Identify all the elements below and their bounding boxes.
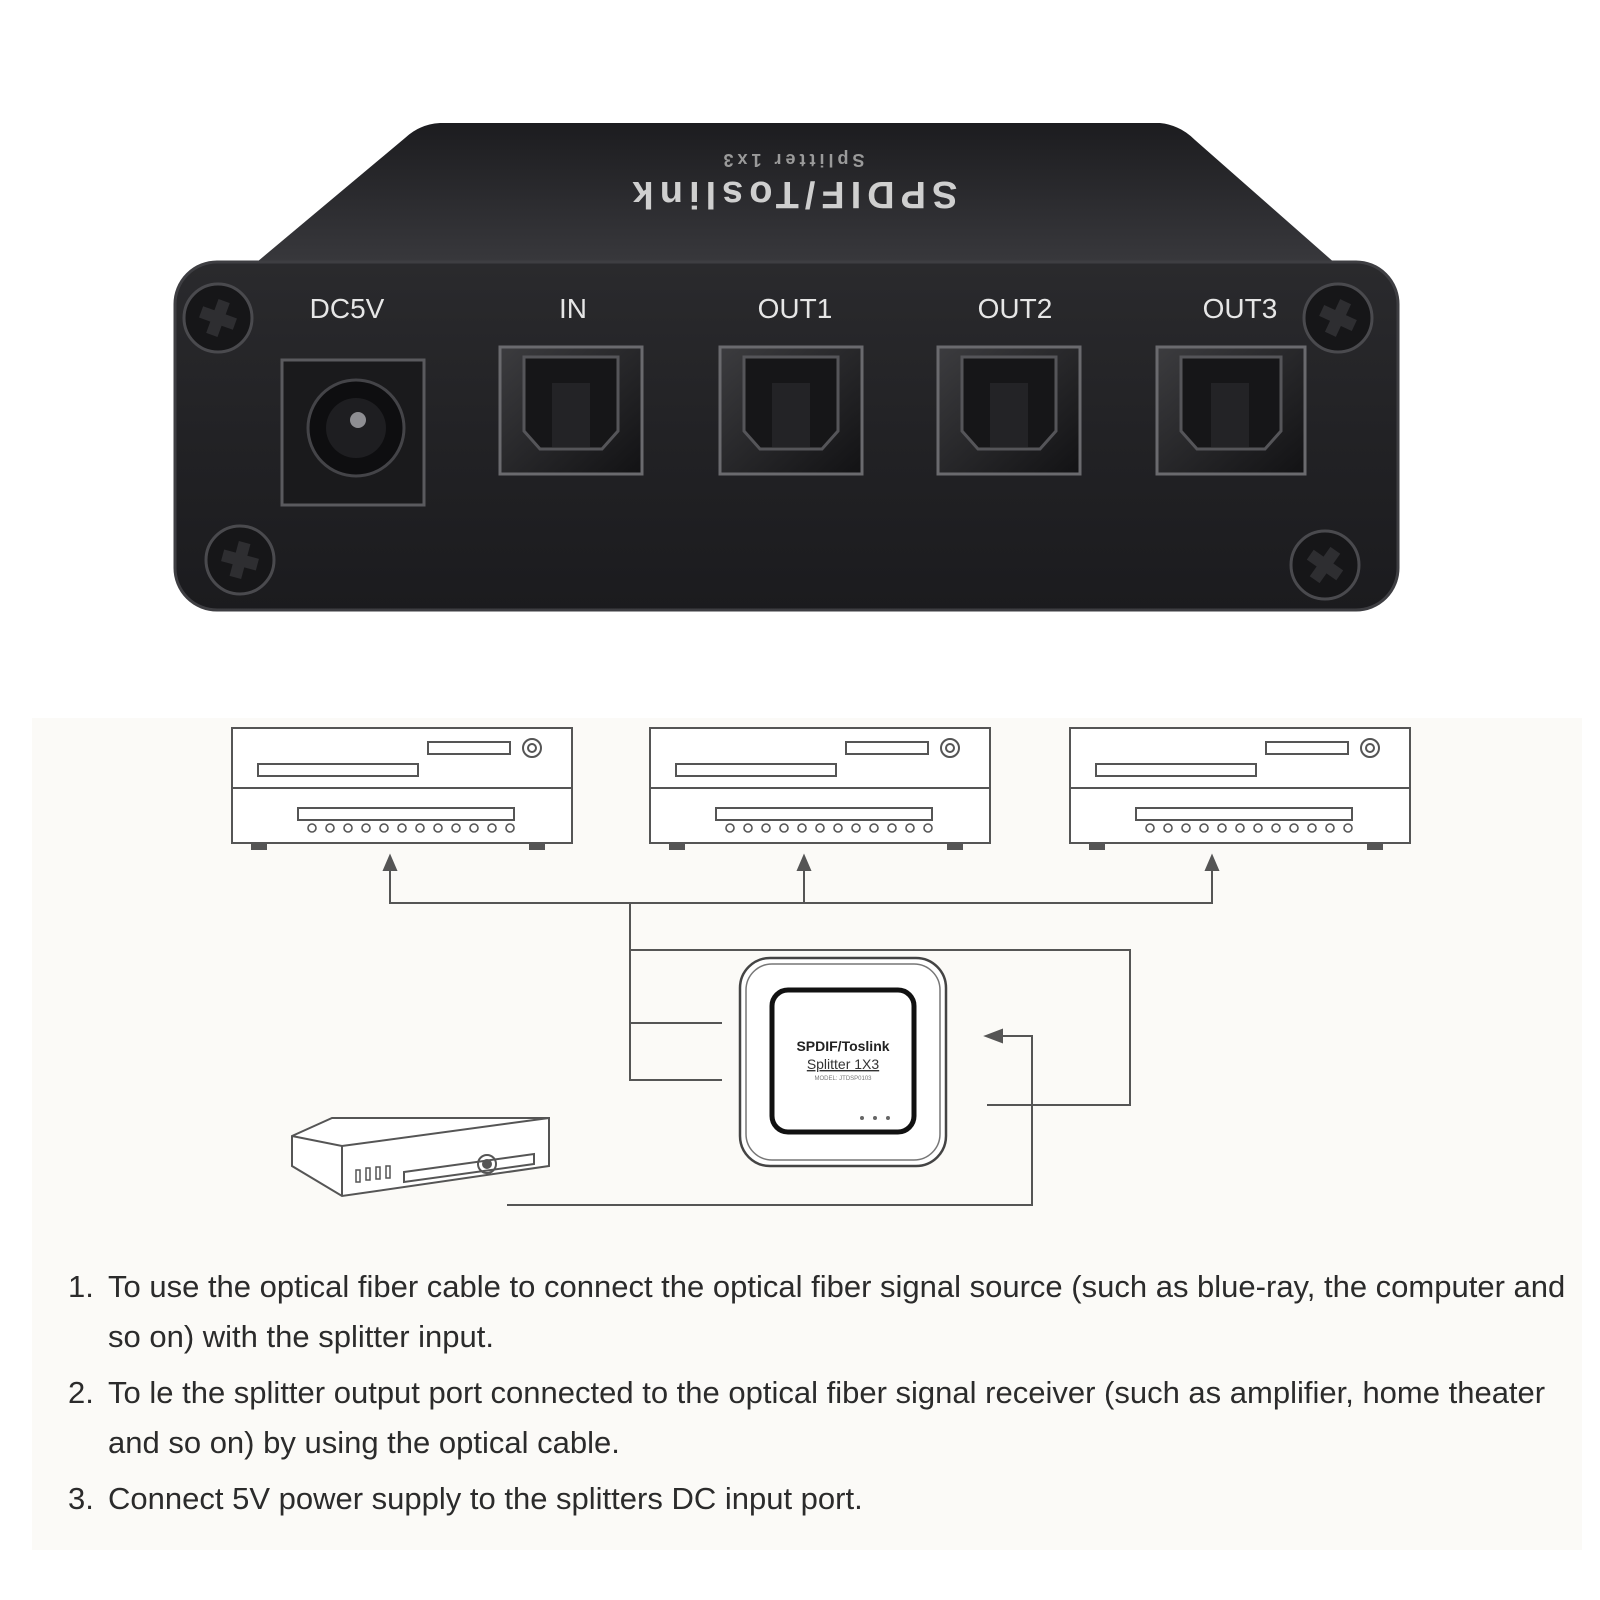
output-cable-lines (382, 853, 1220, 1106)
optical-port-out2 (936, 345, 1082, 476)
device-top-sublabel: Splitter 1x3 (719, 150, 864, 170)
splitter-box-icon: SPDIF/Toslink Splitter 1X3 MODEL: JTDSP0… (738, 956, 948, 1168)
device-top-label: SPDIF/Toslink (627, 173, 958, 215)
instruction-list: 1. To use the optical fiber cable to con… (68, 1262, 1568, 1530)
screw-icon (1302, 282, 1374, 354)
instruction-number: 1. (68, 1269, 94, 1304)
receiver-device-icon (1069, 727, 1411, 850)
optical-port-out1 (718, 345, 864, 476)
screw-icon (182, 282, 254, 354)
instruction-item: 3. Connect 5V power supply to the splitt… (68, 1474, 1568, 1524)
device-top-surface (245, 123, 1345, 272)
instruction-number: 3. (68, 1481, 94, 1516)
instruction-text: Connect 5V power supply to the splitters… (108, 1481, 863, 1516)
optical-port-in (498, 345, 644, 476)
wiring-diagram: SPDIF/Toslink Splitter 1X3 MODEL: JTDSP0… (231, 727, 1411, 1206)
optical-port-out3 (1155, 345, 1307, 476)
screw-icon (1289, 529, 1361, 601)
instruction-text: To le the splitter output port connected… (108, 1375, 1546, 1460)
receiver-device-icon (649, 727, 991, 850)
source-device-icon (291, 1117, 550, 1198)
splitter-box-title: SPDIF/Toslink (796, 1038, 889, 1054)
port-label-out3: OUT3 (1203, 293, 1278, 324)
port-label-dc5v: DC5V (310, 293, 385, 324)
instruction-number: 2. (68, 1375, 94, 1410)
screw-icon (204, 524, 276, 596)
splitter-box-subtitle: Splitter 1X3 (807, 1056, 880, 1072)
receiver-device-icon (231, 727, 573, 850)
dc-power-jack (280, 358, 426, 507)
instruction-item: 1. To use the optical fiber cable to con… (68, 1262, 1568, 1362)
wiring-diagram-panel: SPDIF/Toslink Splitter 1X3 MODEL: JTDSP0… (32, 718, 1582, 1550)
splitter-box-model: MODEL: JTDSP0103 (814, 1076, 872, 1082)
port-label-in: IN (559, 293, 587, 324)
splitter-device-photo: SPDIF/Toslink Splitter 1x3 DC5V IN OUT1 … (173, 123, 1400, 612)
instruction-item: 2. To le the splitter output port connec… (68, 1368, 1568, 1468)
port-label-out2: OUT2 (978, 293, 1053, 324)
instruction-text: To use the optical fiber cable to connec… (108, 1269, 1566, 1354)
input-cable-line (507, 1028, 1033, 1206)
port-label-out1: OUT1 (758, 293, 833, 324)
